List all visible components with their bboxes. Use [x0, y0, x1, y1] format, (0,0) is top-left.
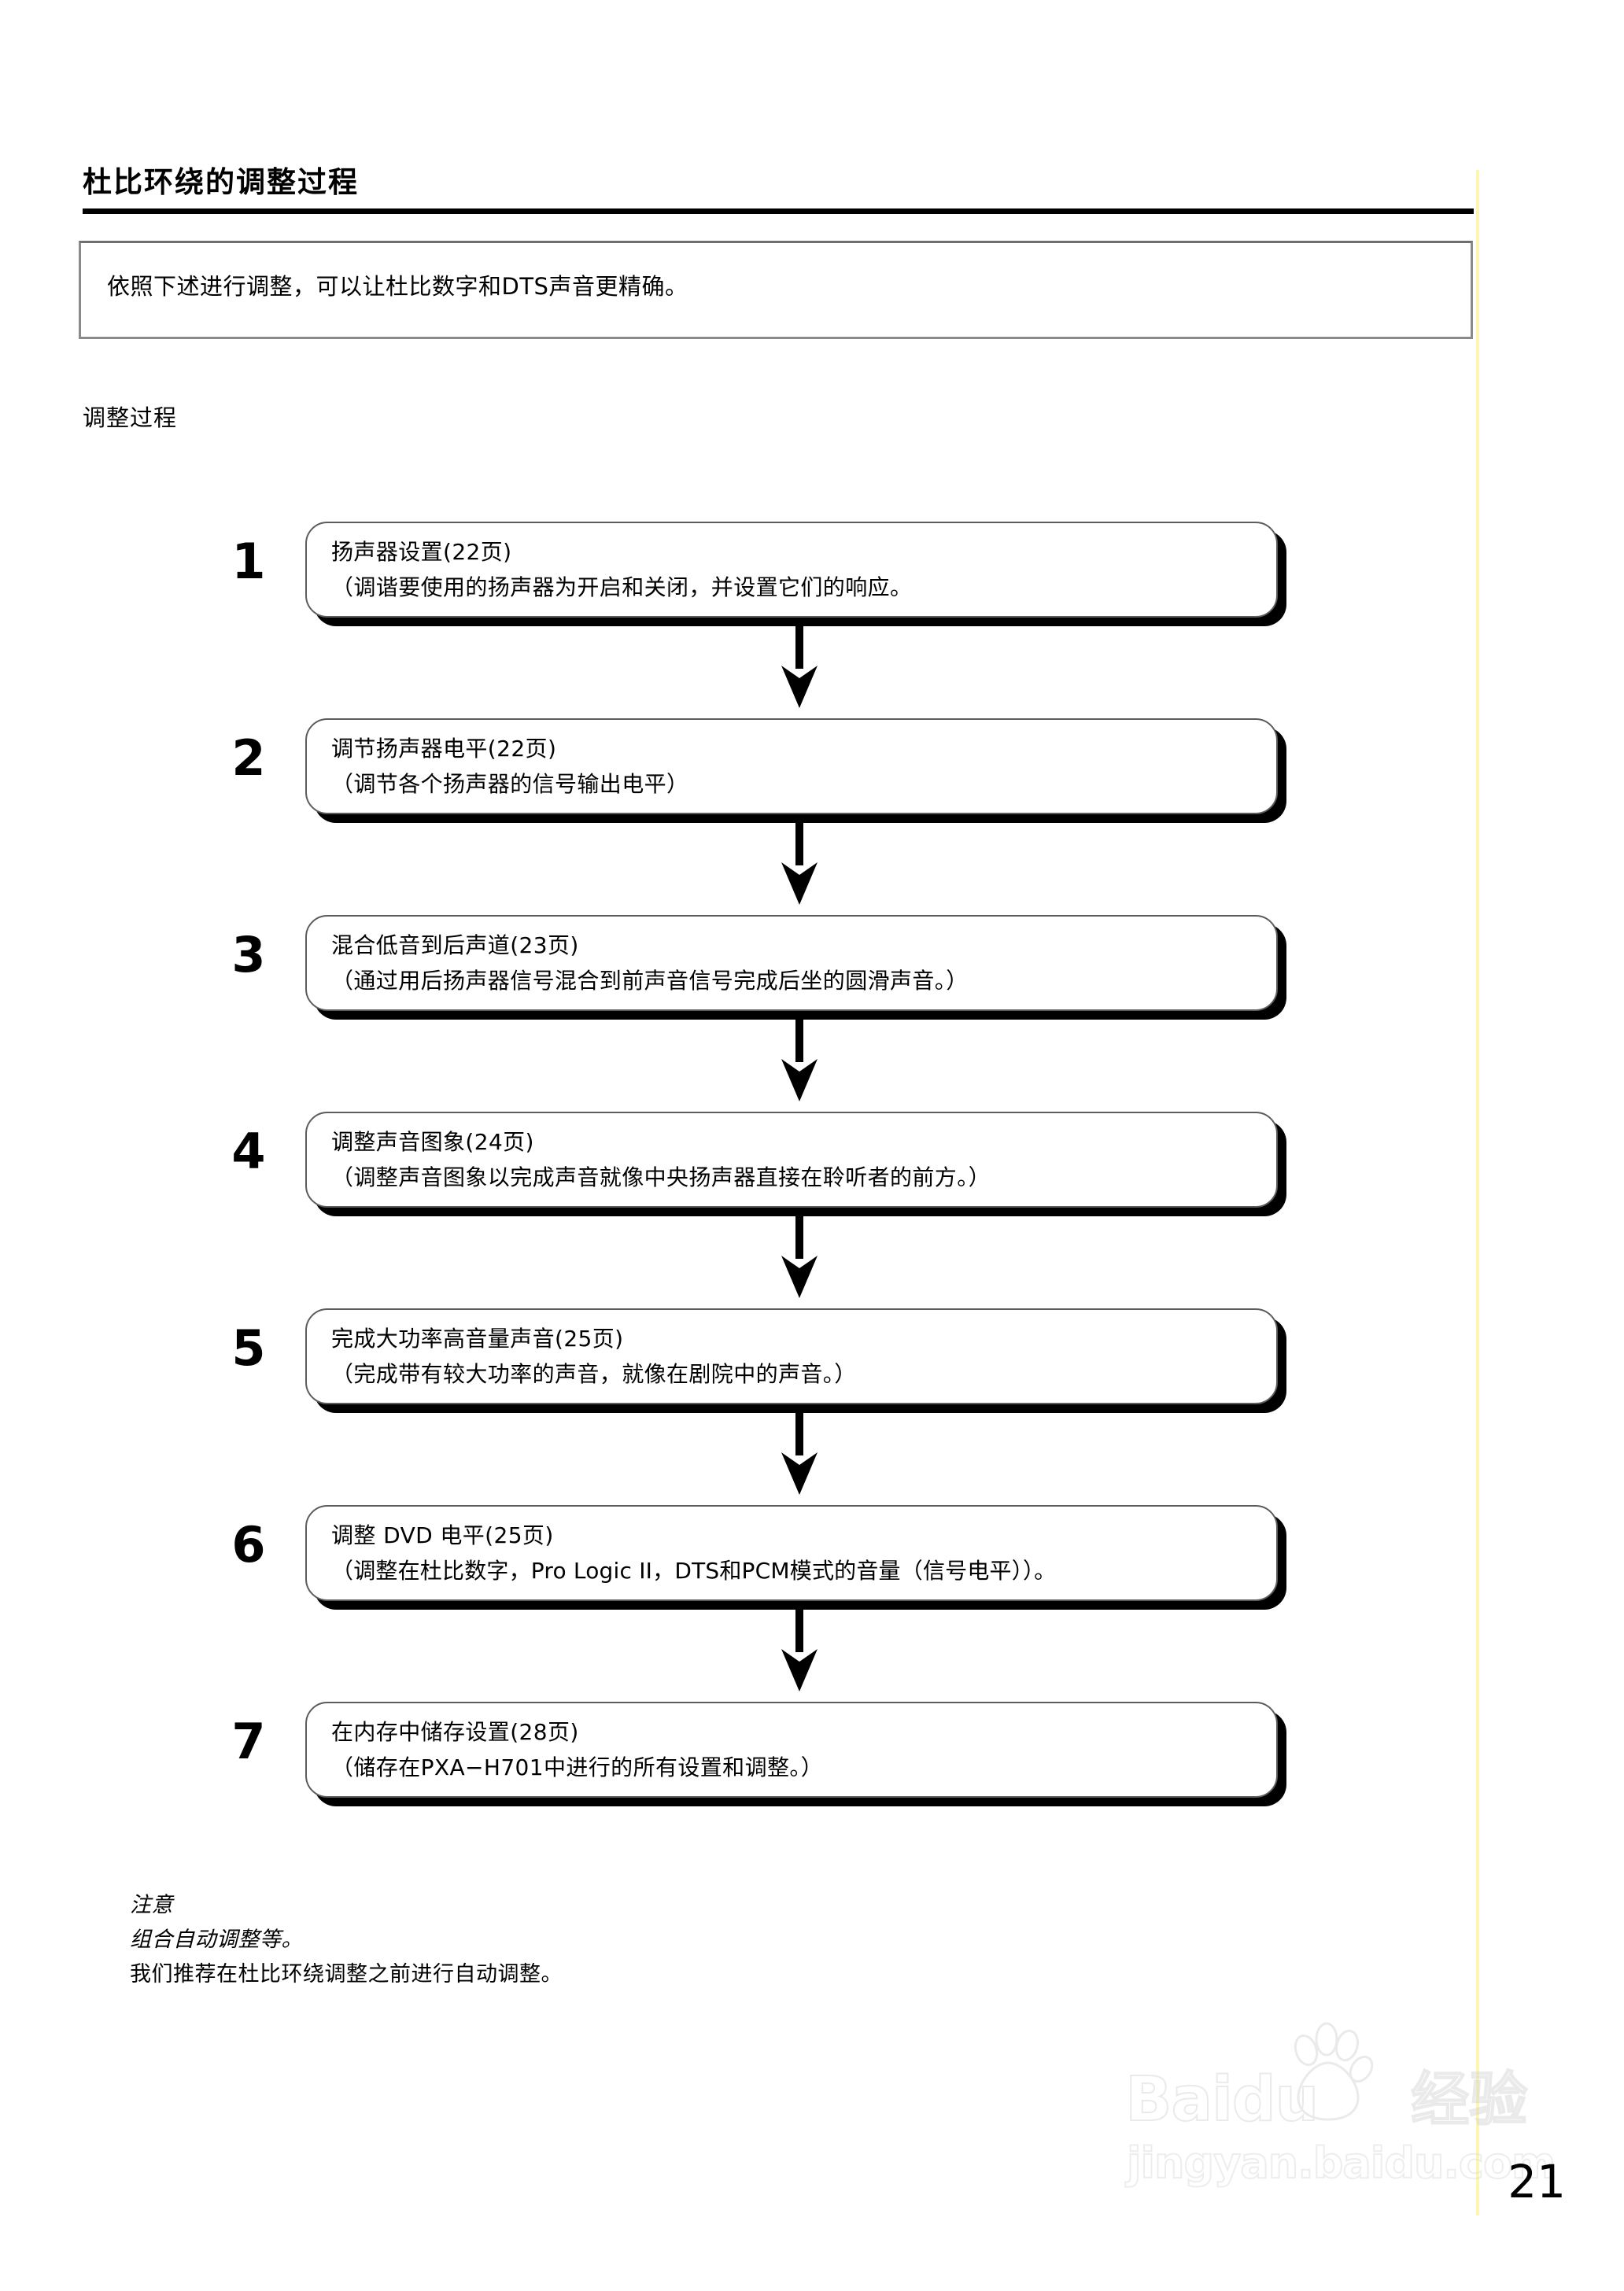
section-label: 调整过程 [83, 404, 178, 431]
step-box-7[interactable]: 在内存中储存设置(28页) （储存在PXA−H701中进行的所有设置和调整。） [305, 1702, 1278, 1798]
down-arrow-icon [778, 620, 821, 713]
flow-step-4: 4 调整声音图象(24页) （调整声音图象以完成声音就像中央扬声器直接在聆听者的… [0, 1104, 1624, 1214]
step-detail-1: （调谐要使用的扬声器为开启和关闭，并设置它们的响应。 [331, 574, 913, 600]
step-detail-5: （完成带有较大功率的声音，就像在剧院中的声音。） [331, 1361, 857, 1387]
step-number-3: 3 [231, 926, 266, 983]
intro-note-box: 依照下述进行调整，可以让杜比数字和DTS声音更精确。 [79, 241, 1473, 339]
step-number-6: 6 [231, 1516, 266, 1573]
step-detail-6: （调整在杜比数字，Pro Logic II，DTS和PCM模式的音量（信号电平）… [331, 1558, 1057, 1584]
flow-step-5: 5 完成大功率高音量声音(25页) （完成带有较大功率的声音，就像在剧院中的声音… [0, 1300, 1624, 1411]
notes-line-2: 我们推荐在杜比环绕调整之前进行自动调整。 [130, 1962, 563, 1987]
step-box-5[interactable]: 完成大功率高音量声音(25页) （完成带有较大功率的声音，就像在剧院中的声音。） [305, 1308, 1278, 1404]
step-heading-5: 完成大功率高音量声音(25页) [331, 1326, 624, 1352]
down-arrow-icon [778, 1013, 821, 1106]
step-heading-1: 扬声器设置(22页) [331, 539, 512, 565]
page-title: 杜比环绕的调整过程 [83, 165, 359, 199]
step-heading-7: 在内存中储存设置(28页) [331, 1719, 579, 1745]
step-heading-4: 调整声音图象(24页) [331, 1129, 534, 1155]
down-arrow-icon [778, 1407, 821, 1500]
step-text-1: 扬声器设置(22页) （调谐要使用的扬声器为开启和关闭，并设置它们的响应。 [331, 534, 1264, 605]
step-box-2[interactable]: 调节扬声器电平(22页) （调节各个扬声器的信号输出电平） [305, 718, 1278, 814]
step-box-4[interactable]: 调整声音图象(24页) （调整声音图象以完成声音就像中央扬声器直接在聆听者的前方… [305, 1112, 1278, 1208]
step-box-1[interactable]: 扬声器设置(22页) （调谐要使用的扬声器为开启和关闭，并设置它们的响应。 [305, 522, 1278, 618]
step-text-4: 调整声音图象(24页) （调整声音图象以完成声音就像中央扬声器直接在聆听者的前方… [331, 1124, 1264, 1195]
step-detail-4: （调整声音图象以完成声音就像中央扬声器直接在聆听者的前方。） [331, 1164, 991, 1190]
step-text-2: 调节扬声器电平(22页) （调节各个扬声器的信号输出电平） [331, 731, 1264, 802]
step-text-6: 调整 DVD 电平(25页) （调整在杜比数字，Pro Logic II，DTS… [331, 1518, 1264, 1588]
step-heading-3: 混合低音到后声道(23页) [331, 932, 579, 958]
step-detail-7: （储存在PXA−H701中进行的所有设置和调整。） [331, 1754, 824, 1780]
page-title-block: 杜比环绕的调整过程 [83, 164, 1474, 214]
down-arrow-icon [778, 1603, 821, 1696]
step-heading-6: 调整 DVD 电平(25页) [331, 1522, 554, 1548]
step-text-7: 在内存中储存设置(28页) （储存在PXA−H701中进行的所有设置和调整。） [331, 1714, 1264, 1785]
yellow-guide-line [1476, 170, 1479, 2215]
down-arrow-icon [778, 1210, 821, 1303]
flow-step-1: 1 扬声器设置(22页) （调谐要使用的扬声器为开启和关闭，并设置它们的响应。 [0, 514, 1624, 624]
notes-block: 注意 组合自动调整等。 我们推荐在杜比环绕调整之前进行自动调整。 [130, 1888, 1074, 1992]
flow-step-3: 3 混合低音到后声道(23页) （通过用后扬声器信号混合到前声音信号完成后坐的圆… [0, 907, 1624, 1017]
flow-step-2: 2 调节扬声器电平(22页) （调节各个扬声器的信号输出电平） [0, 710, 1624, 821]
step-detail-2: （调节各个扬声器的信号输出电平） [331, 771, 689, 797]
step-heading-2: 调节扬声器电平(22页) [331, 736, 557, 762]
notes-line-1: 组合自动调整等。 [130, 1928, 303, 1952]
step-box-3[interactable]: 混合低音到后声道(23页) （通过用后扬声器信号混合到前声音信号完成后坐的圆滑声… [305, 915, 1278, 1011]
flow-step-7: 7 在内存中储存设置(28页) （储存在PXA−H701中进行的所有设置和调整。… [0, 1694, 1624, 1804]
step-number-1: 1 [231, 533, 266, 590]
page-number: 21 [1508, 2155, 1566, 2208]
notes-title: 注意 [130, 1893, 173, 1917]
title-underline-rule [83, 208, 1474, 214]
step-box-6[interactable]: 调整 DVD 电平(25页) （调整在杜比数字，Pro Logic II，DTS… [305, 1505, 1278, 1601]
flow-step-6: 6 调整 DVD 电平(25页) （调整在杜比数字，Pro Logic II，D… [0, 1497, 1624, 1607]
intro-note-text: 依照下述进行调整，可以让杜比数字和DTS声音更精确。 [107, 273, 688, 300]
down-arrow-icon [778, 817, 821, 909]
step-detail-3: （通过用后扬声器信号混合到前声音信号完成后坐的圆滑声音。） [331, 968, 969, 994]
step-number-4: 4 [231, 1123, 266, 1180]
step-number-5: 5 [231, 1319, 266, 1377]
step-number-7: 7 [231, 1713, 266, 1770]
step-number-2: 2 [231, 729, 266, 787]
step-text-5: 完成大功率高音量声音(25页) （完成带有较大功率的声音，就像在剧院中的声音。） [331, 1321, 1264, 1392]
step-text-3: 混合低音到后声道(23页) （通过用后扬声器信号混合到前声音信号完成后坐的圆滑声… [331, 928, 1264, 998]
